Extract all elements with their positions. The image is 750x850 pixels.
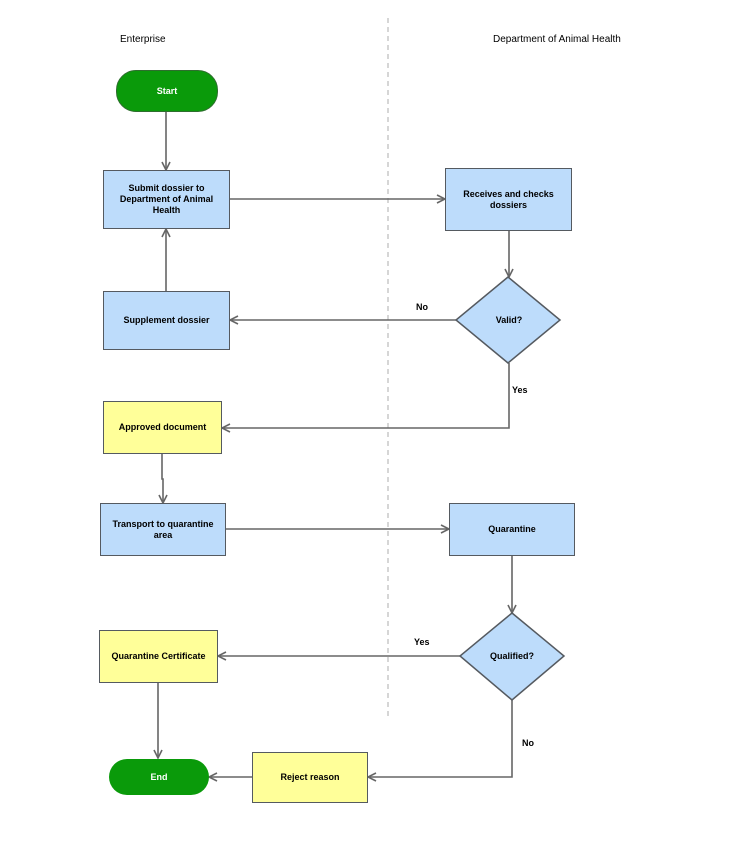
decision-qualified-label: Qualified? — [489, 651, 534, 661]
decision-valid-shape — [454, 276, 562, 364]
edge-label-qualified-no: No — [522, 738, 534, 748]
decision-qualified-shape — [458, 612, 566, 701]
receives-checks-node: Receives and checks dossiers — [445, 168, 572, 231]
edge-qualified-no-to-reject — [368, 700, 513, 777]
start-node: Start — [116, 70, 218, 112]
edge-label-valid-no: No — [416, 302, 428, 312]
lane-title-department: Department of Animal Health — [493, 34, 621, 45]
end-node: End — [109, 759, 209, 795]
quarantine-node: Quarantine — [449, 503, 575, 556]
quarantine-certificate-node: Quarantine Certificate — [99, 630, 218, 683]
reject-reason-node: Reject reason — [252, 752, 368, 803]
decision-valid-label: Valid? — [495, 315, 523, 325]
supplement-dossier-node: Supplement dossier — [103, 291, 230, 350]
edge-label-qualified-yes: Yes — [414, 637, 430, 647]
transport-node: Transport to quarantine area — [100, 503, 226, 556]
edge-label-valid-yes: Yes — [512, 385, 528, 395]
approved-document-node: Approved document — [103, 401, 222, 454]
edge-approved-to-transport — [162, 454, 163, 503]
submit-dossier-node: Submit dossier to Department of Animal H… — [103, 170, 230, 229]
edge-valid-yes-to-approved — [222, 363, 510, 428]
lane-title-enterprise: Enterprise — [120, 34, 166, 45]
